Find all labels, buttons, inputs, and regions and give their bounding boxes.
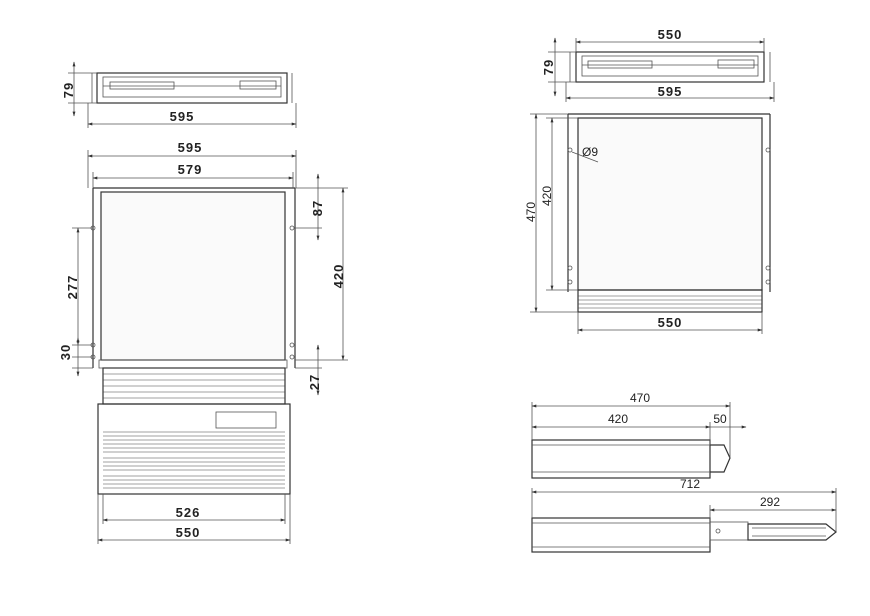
dim-side-hole-diameter: Ø9 (582, 145, 598, 159)
dim-front-step-width: 526 (176, 505, 201, 520)
dim-top-right-bottom-width: 595 (658, 84, 683, 99)
dim-top-right-width: 550 (658, 27, 683, 42)
step-ribs (103, 431, 285, 489)
dim-front-overall-width: 595 (178, 140, 203, 155)
dim-retracted-offset: 50 (713, 412, 727, 426)
top-left-end-view: 79 595 (61, 61, 297, 128)
side-plan-view: Ø9 470 420 550 (524, 113, 771, 334)
dim-top-left-height: 79 (61, 82, 76, 98)
top-right-end-view: 550 79 595 (541, 27, 775, 102)
dim-side-outer-height: 470 (524, 202, 538, 222)
dim-extended-total: 712 (680, 477, 700, 491)
dim-front-lower-offset: 27 (307, 374, 322, 390)
dim-top-right-height: 79 (541, 59, 556, 75)
dim-front-bottom-offset: 30 (58, 344, 73, 360)
extended-profile-view: 712 292 (531, 477, 837, 553)
dim-extended-extension: 292 (760, 495, 780, 509)
dim-side-width: 550 (658, 315, 683, 330)
dim-top-left-width: 595 (170, 109, 195, 124)
dim-front-hole-spacing: 277 (65, 275, 80, 300)
dim-front-right-height: 420 (331, 264, 346, 289)
dim-front-inner-width: 579 (178, 162, 203, 177)
dim-retracted-total: 470 (630, 391, 650, 405)
dim-front-base-width: 550 (176, 525, 201, 540)
dim-side-inner-height: 420 (540, 186, 554, 206)
dim-retracted-body: 420 (608, 412, 628, 426)
front-view: 595 579 87 420 27 277 30 526 (58, 140, 348, 544)
retracted-profile-view: 470 420 50 (531, 391, 747, 479)
dim-front-top-offset: 87 (310, 200, 325, 216)
